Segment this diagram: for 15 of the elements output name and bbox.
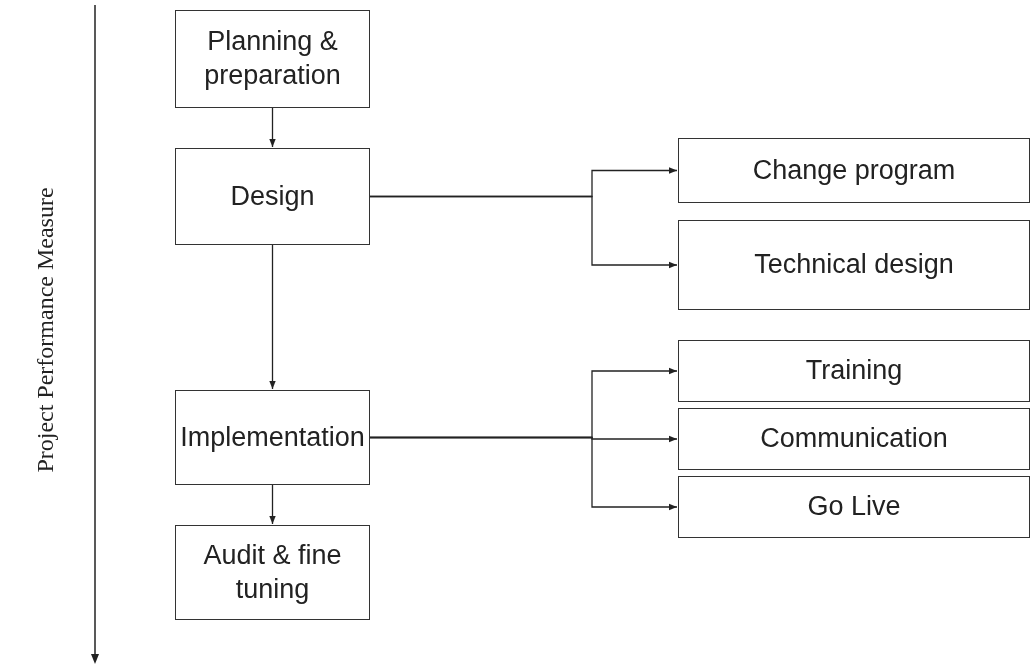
arrow: [269, 244, 276, 390]
arrow: [369, 195, 678, 269]
arrow: [269, 107, 276, 148]
process-box: Design: [175, 148, 370, 245]
process-box: Technical design: [678, 220, 1030, 310]
process-box: Change program: [678, 138, 1030, 203]
process-box: Audit & fine tuning: [175, 525, 370, 620]
process-box: Training: [678, 340, 1030, 402]
arrow: [369, 436, 678, 511]
process-box: Planning & preparation: [175, 10, 370, 108]
axis-label: Project Performance Measure: [31, 187, 59, 473]
process-box: Implementation: [175, 390, 370, 485]
process-box: Communication: [678, 408, 1030, 470]
arrow: [269, 484, 276, 525]
process-box: Go Live: [678, 476, 1030, 538]
